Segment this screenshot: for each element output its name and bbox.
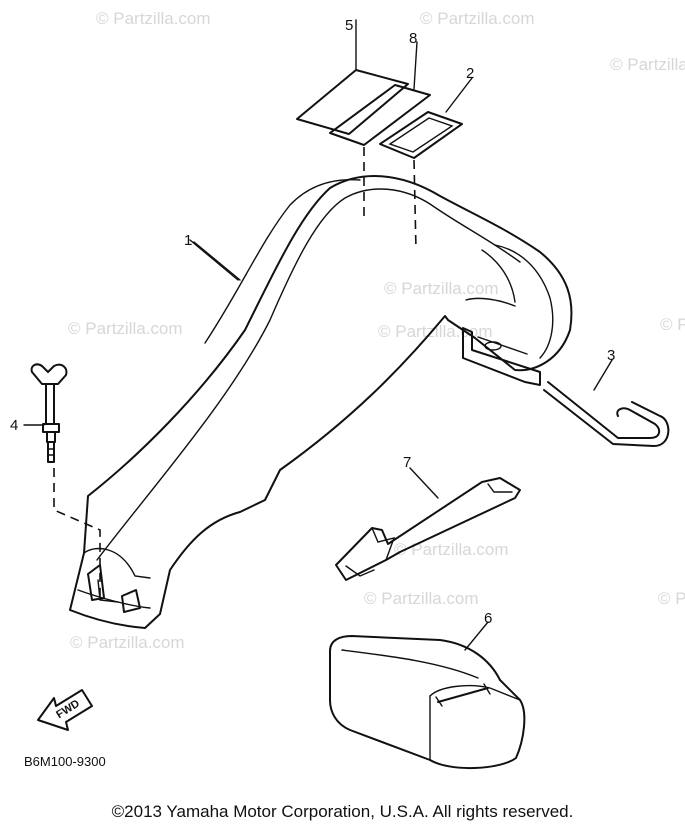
part-6-pouch (329, 621, 526, 769)
part-1-chain-cover (69, 175, 573, 629)
part-7-strap (335, 467, 521, 581)
watermark: © Partzilla.com (384, 279, 499, 298)
watermark: © Partzilla.com (610, 55, 685, 74)
watermark: © Partzilla.com (658, 589, 685, 608)
callout-1: 1 (184, 232, 192, 249)
callout-6: 6 (484, 610, 492, 627)
callout-7: 7 (403, 454, 411, 471)
callout-4: 4 (10, 417, 18, 434)
callout-2: 2 (466, 65, 474, 82)
alignment-line (413, 159, 417, 251)
diagram-code: B6M100-9300 (24, 754, 106, 769)
forward-arrow-label: FWD (54, 698, 82, 721)
part-2-emblem (379, 77, 473, 159)
callout-5: 5 (345, 17, 353, 34)
watermark: © Partzilla.com (70, 633, 185, 652)
part-3-rod (543, 359, 670, 447)
watermark: © Partzilla.com (68, 319, 183, 338)
part-4-bolt (23, 363, 101, 600)
forward-arrow-icon: FWD (37, 689, 93, 731)
watermark: © Partzilla.com (660, 315, 685, 334)
watermark: © Partzilla.com (420, 9, 535, 28)
callout-8: 8 (409, 30, 417, 47)
watermark: © Partzilla.com (394, 540, 509, 559)
copyright-notice: ©2013 Yamaha Motor Corporation, U.S.A. A… (111, 802, 574, 821)
watermark-layer: © Partzilla.com © Partzilla.com © Partzi… (68, 9, 685, 652)
watermark: © Partzilla.com (364, 589, 479, 608)
part-5-emblem (296, 19, 409, 135)
watermark: © Partzilla.com (96, 9, 211, 28)
leader-line (193, 241, 241, 281)
callout-3: 3 (607, 347, 615, 364)
part-8-emblem (329, 41, 431, 146)
